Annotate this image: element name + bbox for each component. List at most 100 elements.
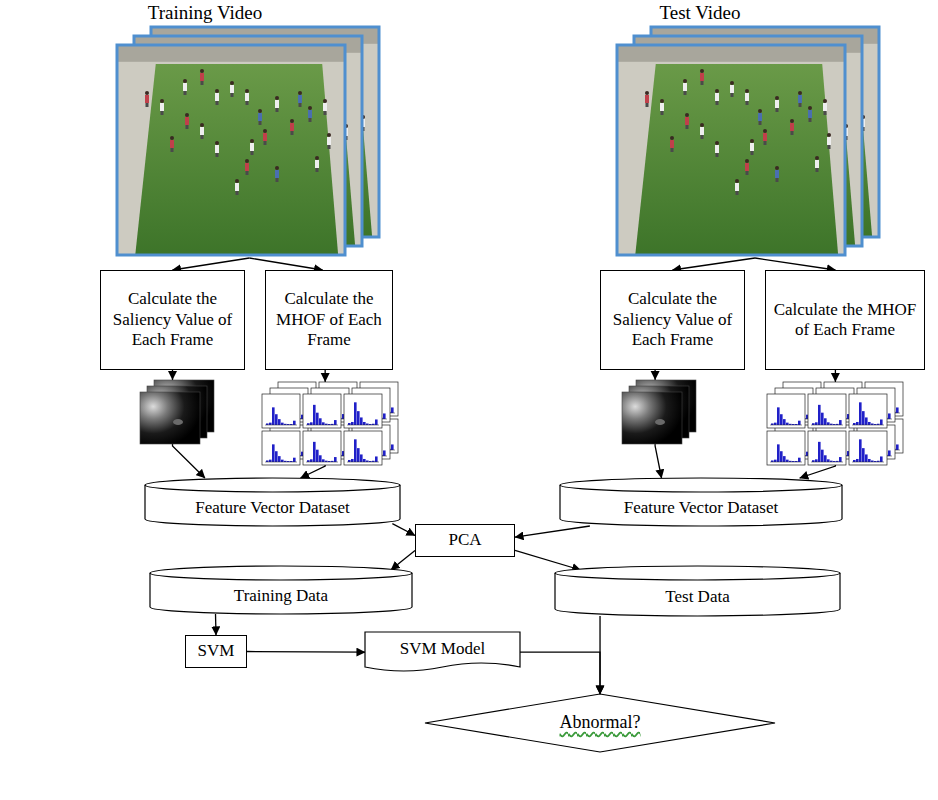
histogram-bar bbox=[880, 419, 883, 425]
histogram-bar bbox=[783, 456, 786, 462]
person-body bbox=[200, 127, 204, 135]
cylinder-body bbox=[145, 478, 400, 526]
histogram-panel bbox=[808, 431, 846, 465]
histogram-bar bbox=[351, 422, 354, 425]
person-body bbox=[735, 183, 739, 191]
person-head bbox=[315, 156, 319, 160]
person-body bbox=[290, 123, 294, 131]
person-head bbox=[250, 139, 254, 143]
flow-arrow bbox=[673, 258, 756, 270]
person-head bbox=[745, 159, 749, 163]
person-body bbox=[700, 127, 704, 135]
person-head bbox=[258, 109, 262, 113]
person-head bbox=[290, 119, 294, 123]
person-head bbox=[275, 96, 279, 100]
histogram-bar bbox=[862, 448, 865, 462]
person-body bbox=[750, 143, 754, 151]
arrow-head bbox=[651, 371, 660, 380]
person-head bbox=[245, 89, 249, 93]
histogram-bar bbox=[868, 459, 871, 462]
pavement-strip bbox=[617, 45, 845, 62]
histogram-bar bbox=[821, 450, 824, 462]
process-box: PCA bbox=[415, 524, 515, 557]
pavement bbox=[617, 45, 845, 255]
person-body bbox=[160, 103, 164, 111]
person-body bbox=[230, 85, 234, 93]
histogram-bar bbox=[307, 460, 310, 462]
histogram-axis bbox=[347, 462, 379, 463]
person-body bbox=[200, 74, 204, 82]
histogram-panel bbox=[303, 431, 341, 465]
histogram-bar bbox=[322, 459, 325, 462]
person-head bbox=[745, 89, 749, 93]
histogram-bar bbox=[880, 456, 883, 462]
histogram-bar bbox=[812, 460, 815, 462]
histogram-axis bbox=[852, 462, 884, 463]
histogram-bar bbox=[293, 421, 296, 425]
histogram-axis bbox=[347, 425, 379, 426]
histogram-axis bbox=[306, 462, 338, 463]
histogram-bar bbox=[827, 422, 830, 425]
node-label: Feature Vector Dataset bbox=[624, 498, 779, 518]
histogram-bar bbox=[383, 413, 386, 419]
person-body bbox=[775, 170, 779, 178]
person-body bbox=[700, 74, 704, 82]
histogram-bar bbox=[360, 454, 363, 462]
pavement-strip bbox=[117, 45, 345, 62]
person-body bbox=[145, 95, 149, 103]
saliency-map bbox=[622, 392, 682, 444]
node-label: SVM bbox=[198, 641, 235, 661]
histogram-bar bbox=[272, 444, 275, 462]
cylinder-body bbox=[560, 478, 842, 526]
histogram-bar bbox=[896, 444, 899, 450]
person-head bbox=[145, 91, 149, 95]
flow-arrow bbox=[215, 614, 217, 635]
histogram-panel bbox=[767, 431, 805, 465]
person-head bbox=[827, 133, 831, 137]
person-body bbox=[745, 163, 749, 171]
histogram-bar bbox=[348, 423, 351, 425]
histogram-bar bbox=[777, 407, 780, 425]
histogram-bar bbox=[859, 439, 862, 462]
diamond-outline bbox=[425, 694, 775, 752]
histogram-panel bbox=[262, 431, 300, 465]
histogram-bar bbox=[334, 420, 337, 425]
flow-arrow bbox=[392, 524, 415, 536]
person-body bbox=[245, 93, 249, 101]
person-head bbox=[245, 159, 249, 163]
person-head bbox=[815, 156, 819, 160]
person-head bbox=[215, 141, 219, 145]
histogram-axis bbox=[770, 425, 802, 426]
cylinder-rim bbox=[560, 485, 842, 492]
process-box: Calculate the MHOF of Each Frame bbox=[265, 270, 393, 370]
histogram-axis bbox=[811, 462, 843, 463]
data-store: Training Data bbox=[150, 566, 412, 614]
person-body bbox=[200, 73, 204, 81]
histogram-bar bbox=[319, 455, 322, 462]
person-head bbox=[798, 91, 802, 95]
person-body bbox=[215, 93, 219, 101]
person-head bbox=[670, 136, 674, 140]
histogram-bar bbox=[786, 423, 789, 425]
node-label: Calculate the MHOF of Each Frame bbox=[270, 289, 388, 350]
node-label: Calculate the MHOF of Each Frame bbox=[770, 300, 920, 341]
histogram-bar bbox=[888, 450, 891, 456]
process-box: Calculate the Saliency Value of Each Fra… bbox=[100, 270, 245, 370]
node-label: Feature Vector Dataset bbox=[195, 498, 350, 518]
arrow-head bbox=[321, 373, 330, 382]
histogram-bar bbox=[774, 423, 777, 425]
process-box: SVM bbox=[185, 635, 247, 668]
histogram-bar bbox=[357, 448, 360, 462]
histogram-bar bbox=[313, 405, 316, 425]
histogram-bar bbox=[815, 459, 818, 462]
histogram-bar bbox=[865, 417, 868, 425]
flow-arrow bbox=[173, 258, 250, 270]
histogram-axis bbox=[265, 462, 297, 463]
arrow-head bbox=[831, 373, 840, 382]
flow-arrow bbox=[249, 258, 322, 270]
histogram-axis bbox=[306, 425, 338, 426]
node-label: PCA bbox=[448, 530, 481, 550]
node-label: Abnormal? bbox=[560, 712, 641, 734]
data-store: Feature Vector Dataset bbox=[560, 478, 842, 526]
